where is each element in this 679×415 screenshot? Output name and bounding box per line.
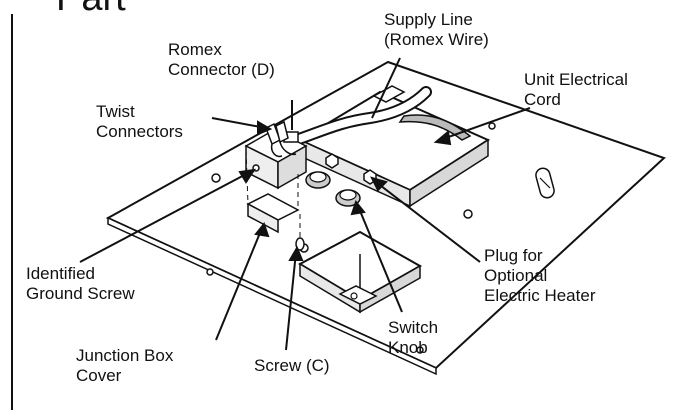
leader-screw-c (285, 251, 297, 351)
junction-cover-front (247, 202, 279, 234)
leader-switch-knob (357, 205, 403, 313)
electrical-housing-front (409, 138, 489, 208)
leader-plug-heater (375, 181, 481, 263)
label-screw-c: Screw (C) (254, 356, 330, 375)
section-heading: Part (56, 0, 126, 18)
junction-box-right (277, 144, 307, 190)
label-supply-line: Supply Line(Romex Wire) (384, 10, 489, 49)
heater-plug (325, 153, 339, 169)
lower-housing-front (359, 264, 421, 314)
panel-screw (463, 209, 473, 219)
panel-screw (488, 122, 496, 130)
panel-screw (416, 346, 424, 354)
lower-bracket (338, 285, 378, 305)
screw-c (295, 237, 305, 251)
leader-lines (79, 57, 531, 351)
leader-supply-line (371, 57, 401, 119)
ceiling-panel-edge (107, 216, 437, 376)
leader-unit-cord (439, 107, 531, 141)
panel-screw (206, 268, 214, 276)
twist-connector (275, 120, 289, 144)
panel-screw (211, 173, 221, 183)
unit-cord (398, 114, 472, 141)
leader-ground-screw (79, 171, 251, 263)
leader-junction-cover (215, 227, 263, 341)
